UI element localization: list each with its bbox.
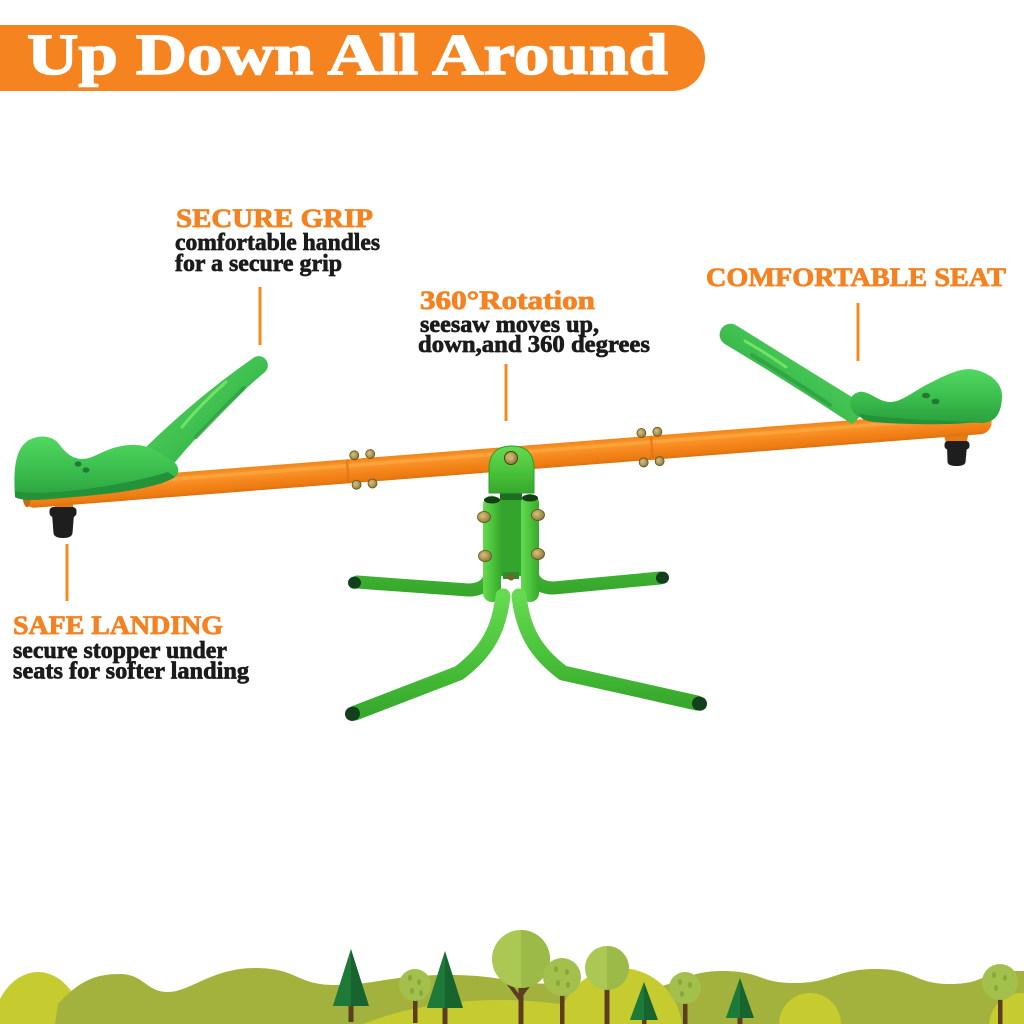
svg-text:seesaw moves up,: seesaw moves up,: [420, 312, 599, 338]
svg-text:Up Down All Around: Up Down All Around: [27, 22, 668, 87]
svg-text:down,and 360 degrees: down,and 360 degrees: [418, 332, 650, 358]
svg-text:360°Rotation: 360°Rotation: [420, 286, 596, 315]
svg-text:comfortable handles: comfortable handles: [175, 230, 380, 256]
svg-text:secure stopper under: secure stopper under: [13, 638, 227, 664]
svg-text:SAFE LANDING: SAFE LANDING: [13, 611, 223, 640]
svg-text:SECURE GRIP: SECURE GRIP: [176, 204, 373, 233]
svg-text:seats for softer landing: seats for softer landing: [13, 659, 249, 685]
svg-text:COMFORTABLE SEAT: COMFORTABLE SEAT: [706, 263, 1006, 292]
svg-text:for a secure grip: for a secure grip: [175, 251, 342, 277]
